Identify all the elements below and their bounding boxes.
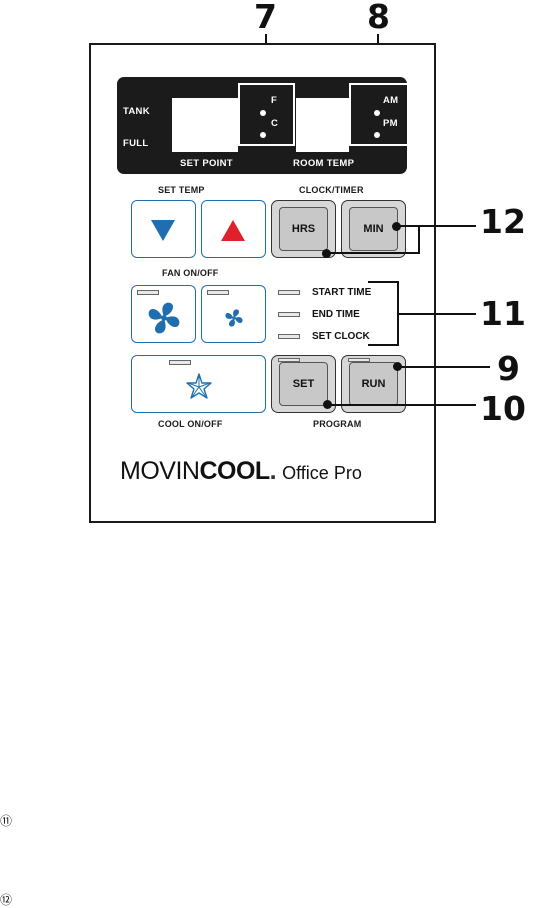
set-point-label: SET POINT bbox=[180, 158, 233, 169]
leader-line-12-bottom bbox=[327, 252, 420, 254]
fan-high-icon bbox=[144, 300, 184, 336]
unit-c-led bbox=[260, 132, 266, 138]
brand-logo: MOVINCOOL. Office Pro bbox=[120, 457, 362, 486]
temp-down-button[interactable] bbox=[131, 200, 196, 258]
snowflake-icon bbox=[184, 372, 214, 402]
fan-low-button[interactable] bbox=[201, 285, 266, 343]
pm-label: PM bbox=[383, 118, 398, 129]
pm-led bbox=[374, 132, 380, 138]
callout-12: 12 bbox=[480, 205, 526, 238]
footnote-11-marker: ⑪ bbox=[0, 812, 12, 829]
callout-8: 8 bbox=[367, 0, 390, 33]
min-button-label: MIN bbox=[349, 207, 398, 251]
fan-low-icon bbox=[224, 308, 244, 328]
fan-low-led bbox=[207, 290, 229, 295]
set-clock-label: SET CLOCK bbox=[312, 331, 370, 342]
leader-line-11 bbox=[398, 313, 476, 315]
clock-timer-label: CLOCK/TIMER bbox=[299, 185, 364, 195]
logo-movin: MOVIN bbox=[120, 457, 199, 485]
program-label: PROGRAM bbox=[313, 419, 361, 429]
callout-11: 11 bbox=[480, 297, 526, 330]
room-temp-lcd bbox=[296, 98, 349, 152]
unit-f-led bbox=[260, 110, 266, 116]
end-time-led bbox=[278, 312, 300, 317]
leader-line-10 bbox=[328, 404, 476, 406]
fan-on-off-label: FAN ON/OFF bbox=[162, 268, 219, 278]
start-time-led bbox=[278, 290, 300, 295]
temp-up-button[interactable] bbox=[201, 200, 266, 258]
set-clock-led bbox=[278, 334, 300, 339]
room-temp-label: ROOM TEMP bbox=[293, 158, 354, 169]
fan-high-button[interactable] bbox=[131, 285, 196, 343]
set-button-label: SET bbox=[279, 362, 328, 406]
tank-label: TANK bbox=[123, 106, 150, 117]
am-led bbox=[374, 110, 380, 116]
set-point-lcd bbox=[172, 98, 238, 152]
end-time-label: END TIME bbox=[312, 309, 360, 320]
logo-cool: COOL bbox=[199, 457, 269, 485]
unit-f-label: F bbox=[271, 95, 277, 106]
callout-10: 10 bbox=[480, 392, 526, 425]
cool-led bbox=[169, 360, 191, 365]
set-temp-label: SET TEMP bbox=[158, 185, 205, 195]
leader-line-9 bbox=[398, 366, 490, 368]
footnote-12-marker: ⑫ bbox=[0, 891, 12, 908]
leader-line-12-top bbox=[398, 225, 476, 227]
callout-9: 9 bbox=[497, 352, 520, 385]
unit-indicator-box bbox=[238, 83, 295, 146]
arrow-up-icon bbox=[202, 201, 264, 256]
leader-line-12-vertical bbox=[418, 226, 420, 254]
start-time-label: START TIME bbox=[312, 287, 371, 298]
full-label: FULL bbox=[123, 138, 148, 149]
cool-on-off-label: COOL ON/OFF bbox=[158, 419, 223, 429]
hrs-button-label: HRS bbox=[279, 207, 328, 251]
bracket-11-top bbox=[368, 281, 399, 283]
fan-high-led bbox=[137, 290, 159, 295]
logo-product: Office Pro bbox=[282, 463, 362, 483]
logo-dot: . bbox=[270, 457, 276, 485]
unit-c-label: C bbox=[271, 118, 278, 129]
bracket-11-bottom bbox=[368, 344, 399, 346]
callout-7: 7 bbox=[254, 0, 277, 33]
run-button-label: RUN bbox=[349, 362, 398, 406]
arrow-down-icon bbox=[132, 201, 194, 256]
cool-button[interactable] bbox=[131, 355, 266, 413]
am-label: AM bbox=[383, 95, 398, 106]
